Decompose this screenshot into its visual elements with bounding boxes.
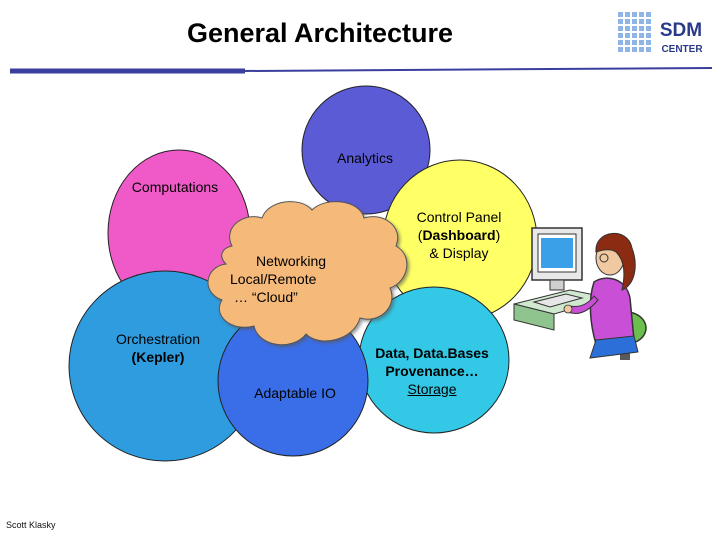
adaptable-io-label: Adaptable IO	[240, 384, 350, 402]
orchestration-label: Orchestration (Kepler)	[88, 330, 228, 366]
data-label: Data, Data.Bases Provenance… Storage	[366, 344, 498, 398]
networking-line1: Networking	[228, 252, 338, 270]
data-line2: Provenance…	[366, 362, 498, 380]
control-panel-line1: Control Panel	[398, 208, 520, 226]
data-line3: Storage	[366, 380, 498, 398]
networking-label: Networking Local/Remote … “Cloud”	[228, 252, 338, 306]
computations-label: Computations	[115, 178, 235, 196]
networking-line3: … “Cloud”	[228, 288, 338, 306]
networking-line2: Local/Remote	[228, 270, 338, 288]
footer-author: Scott Klasky	[6, 520, 56, 530]
orchestration-line1: Orchestration	[88, 330, 228, 348]
control-panel-line2: (Dashboard)	[398, 226, 520, 244]
analytics-label: Analytics	[330, 149, 400, 167]
control-panel-label: Control Panel (Dashboard) & Display	[398, 208, 520, 262]
control-panel-paren-close: )	[496, 227, 501, 243]
dashboard-label: Dashboard	[422, 227, 495, 243]
data-line1: Data, Data.Bases	[366, 344, 498, 362]
kepler-label: (Kepler)	[88, 348, 228, 366]
control-panel-line3: & Display	[398, 244, 520, 262]
user-at-computer-illustration	[510, 208, 660, 368]
